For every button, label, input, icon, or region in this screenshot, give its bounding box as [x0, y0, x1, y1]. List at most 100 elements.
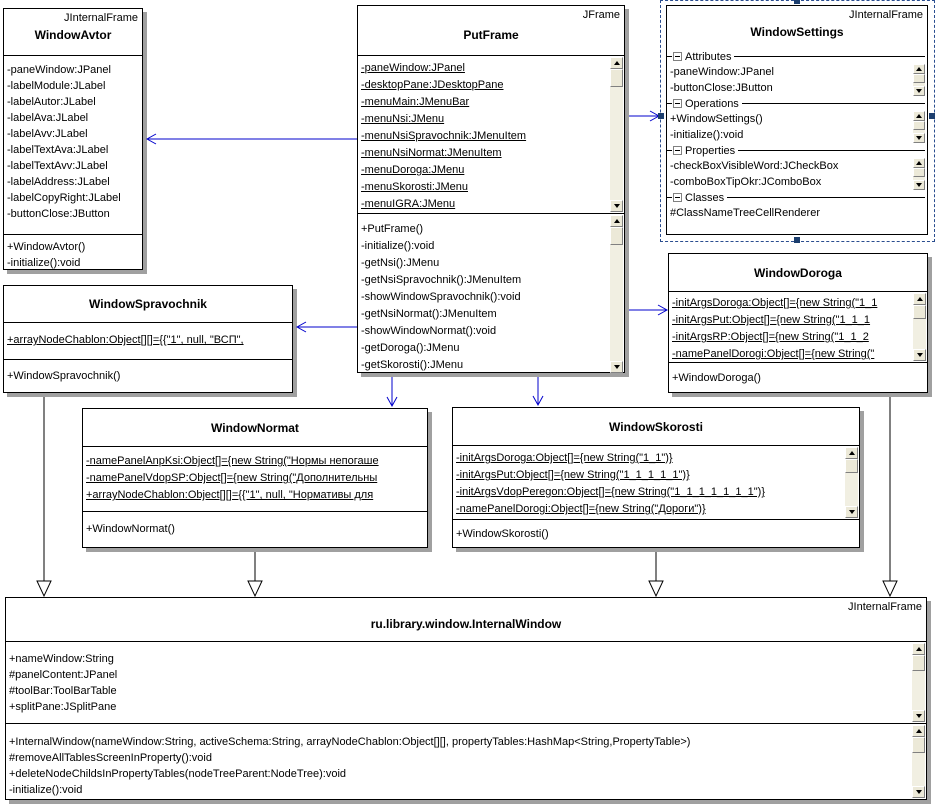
scroll-up-button[interactable] — [610, 215, 623, 227]
attribute-row[interactable]: +splitPane:JSplitPane — [9, 701, 117, 713]
scroll-down-button[interactable] — [912, 786, 925, 798]
attribute-row[interactable]: -labelTextAvv:JLabel — [7, 160, 108, 172]
scrollbar-thumb[interactable] — [845, 459, 858, 473]
attribute-row[interactable]: -buttonClose:JButton — [7, 208, 110, 220]
scroll-up-button[interactable] — [610, 57, 623, 69]
attribute-row[interactable]: -initArgsPut:Object[]={new String("1_1_1… — [456, 469, 690, 481]
association-putframe-to-windowdoroga[interactable] — [629, 304, 669, 316]
attribute-row[interactable]: -initArgsDoroga:Object[]={new String("1_… — [672, 297, 878, 309]
class-box-windownormat[interactable]: WindowNormat -namePanelAnpKsi:Object[]={… — [82, 408, 428, 548]
attribute-row[interactable]: -labelTextAva:JLabel — [7, 144, 109, 156]
association-putframe-to-windowsettings[interactable] — [629, 110, 661, 122]
operation-row[interactable]: +WindowSkorosti() — [456, 528, 549, 540]
group-header-properties[interactable]: Properties — [667, 143, 927, 158]
operation-row[interactable]: -getNsiSpravochnik():JMenuItem — [361, 274, 522, 286]
scrollbar-thumb[interactable] — [912, 655, 925, 671]
attribute-row[interactable]: -paneWindow:JPanel — [7, 64, 111, 76]
attribute-row[interactable]: -menuNsiSpravochnik:JMenuItem — [361, 130, 527, 142]
class-box-windowdoroga[interactable]: WindowDoroga -initArgsDoroga:Object[]={n… — [668, 253, 928, 393]
scroll-up-button[interactable] — [913, 293, 926, 305]
scroll-up-button[interactable] — [913, 64, 925, 74]
attribute-row[interactable]: -namePanelDorogi:Object[]={new String("Д… — [456, 503, 706, 515]
operation-row[interactable]: -getDoroga():JMenu — [361, 342, 460, 354]
operation-row[interactable]: +WindowSettings() — [670, 113, 763, 125]
selection-handle[interactable] — [929, 113, 935, 119]
class-box-putframe[interactable]: JFrame PutFrame -paneWindow:JPanel -desk… — [357, 5, 625, 373]
selection-handle[interactable] — [794, 237, 800, 243]
operation-row[interactable]: -initialize():void — [9, 784, 83, 796]
group-header-attributes[interactable]: Attributes — [667, 49, 927, 64]
attribute-row[interactable]: -menuNsiNormat:JMenuItem — [361, 147, 502, 159]
scroll-down-button[interactable] — [610, 361, 623, 373]
operation-row[interactable]: -getNsi():JMenu — [361, 257, 440, 269]
attribute-row[interactable]: -menuDoroga:JMenu — [361, 164, 465, 176]
class-box-internalwindow[interactable]: JInternalFrame ru.library.window.Interna… — [5, 597, 927, 800]
group-header-operations[interactable]: Operations — [667, 96, 927, 111]
selection-handle[interactable] — [658, 113, 664, 119]
scrollbar-thumb[interactable] — [913, 168, 925, 177]
property-row[interactable]: -checkBoxVisibleWord:JCheckBox — [670, 160, 839, 172]
operations-scrollbar[interactable] — [610, 215, 623, 373]
generalization-windownormat-to-internalwindow[interactable] — [247, 552, 263, 598]
scroll-down-button[interactable] — [912, 710, 925, 722]
scroll-down-button[interactable] — [913, 86, 925, 96]
scrollbar-thumb[interactable] — [913, 121, 925, 130]
collapse-icon[interactable] — [673, 193, 682, 202]
attribute-row[interactable]: -namePanelVdopSP:Object[]={new String("Д… — [86, 472, 378, 484]
generalization-windowspravochnik-to-internalwindow[interactable] — [36, 397, 52, 598]
attributes-scrollbar[interactable] — [913, 293, 926, 361]
attribute-row[interactable]: -labelAutor:JLabel — [7, 96, 96, 108]
attributes-scrollbar[interactable] — [610, 57, 623, 212]
operation-row[interactable]: +WindowAvtor() — [7, 241, 86, 253]
selection-handle[interactable] — [794, 0, 800, 4]
attribute-row[interactable]: #toolBar:ToolBarTable — [9, 685, 117, 697]
attribute-row[interactable]: -initArgsPut:Object[]={new String("1_1_1 — [672, 314, 871, 326]
attribute-row[interactable]: -labelModule:JLabel — [7, 80, 106, 92]
class-box-windowskorosti[interactable]: WindowSkorosti -initArgsDoroga:Object[]=… — [452, 407, 860, 548]
collapse-icon[interactable] — [673, 52, 682, 61]
class-box-windowspravochnik[interactable]: WindowSpravochnik +arrayNodeChablon:Obje… — [3, 285, 293, 393]
association-putframe-to-windowspravochnik[interactable] — [295, 321, 357, 333]
attribute-row[interactable]: +arrayNodeChablon:Object[][]={{"1", null… — [7, 334, 244, 346]
scrollbar-thumb[interactable] — [913, 74, 925, 83]
operation-row[interactable]: +WindowSpravochnik() — [7, 370, 121, 382]
attribute-row[interactable]: -initArgsRP:Object[]={new String("1_1_2 — [672, 331, 869, 343]
operation-row[interactable]: -initialize():void — [7, 257, 81, 269]
operation-row[interactable]: +PutFrame() — [361, 223, 424, 235]
scrollbar-track[interactable] — [610, 245, 623, 361]
operation-row[interactable]: -initialize():void — [361, 240, 435, 252]
generalization-windowdoroga-to-internalwindow[interactable] — [882, 397, 898, 598]
collapse-icon[interactable] — [673, 99, 682, 108]
association-putframe-to-windowavtor[interactable] — [145, 133, 357, 145]
association-putframe-to-windownormat[interactable] — [386, 377, 398, 408]
attribute-row[interactable]: #panelContent:JPanel — [9, 669, 118, 681]
association-putframe-to-windowskorosti[interactable] — [532, 377, 544, 407]
scrollbar-thumb[interactable] — [610, 69, 623, 87]
operation-row[interactable]: -getSkorosti():JMenu — [361, 359, 464, 371]
operation-row[interactable]: +WindowDoroga() — [672, 372, 761, 384]
scroll-up-button[interactable] — [913, 158, 925, 168]
attribute-row[interactable]: -labelAva:JLabel — [7, 112, 89, 124]
attribute-row[interactable]: -labelCopyRight:JLabel — [7, 192, 121, 204]
operation-row[interactable]: +deleteNodeChildsInPropertyTables(nodeTr… — [9, 768, 347, 780]
group-header-classes[interactable]: Classes — [667, 190, 927, 205]
scroll-down-button[interactable] — [610, 200, 623, 212]
operation-row[interactable]: -getNsiNormat():JMenuItem — [361, 308, 497, 320]
operation-row[interactable]: -showWindowNormat():void — [361, 325, 497, 337]
scrollbar-thumb[interactable] — [913, 305, 926, 319]
attribute-row[interactable]: -paneWindow:JPanel — [670, 66, 774, 78]
attribute-row[interactable]: -menuIGRA:JMenu — [361, 198, 456, 210]
scroll-up-button[interactable] — [912, 725, 925, 737]
scrollbar-track[interactable] — [845, 473, 858, 506]
attribute-row[interactable]: -menuNsi:JMenu — [361, 113, 445, 125]
scrollbar-track[interactable] — [610, 87, 623, 200]
scroll-down-button[interactable] — [845, 506, 858, 518]
class-row[interactable]: #ClassNameTreeCellRenderer — [670, 207, 820, 219]
attributes-scrollbar[interactable] — [845, 447, 858, 518]
scroll-up-button[interactable] — [913, 111, 925, 121]
attribute-row[interactable]: -paneWindow:JPanel — [361, 62, 465, 74]
operations-scrollbar[interactable] — [912, 725, 925, 798]
scrollbar-thumb[interactable] — [610, 227, 623, 245]
scroll-down-button[interactable] — [913, 133, 925, 143]
scrollbar-track[interactable] — [912, 753, 925, 786]
